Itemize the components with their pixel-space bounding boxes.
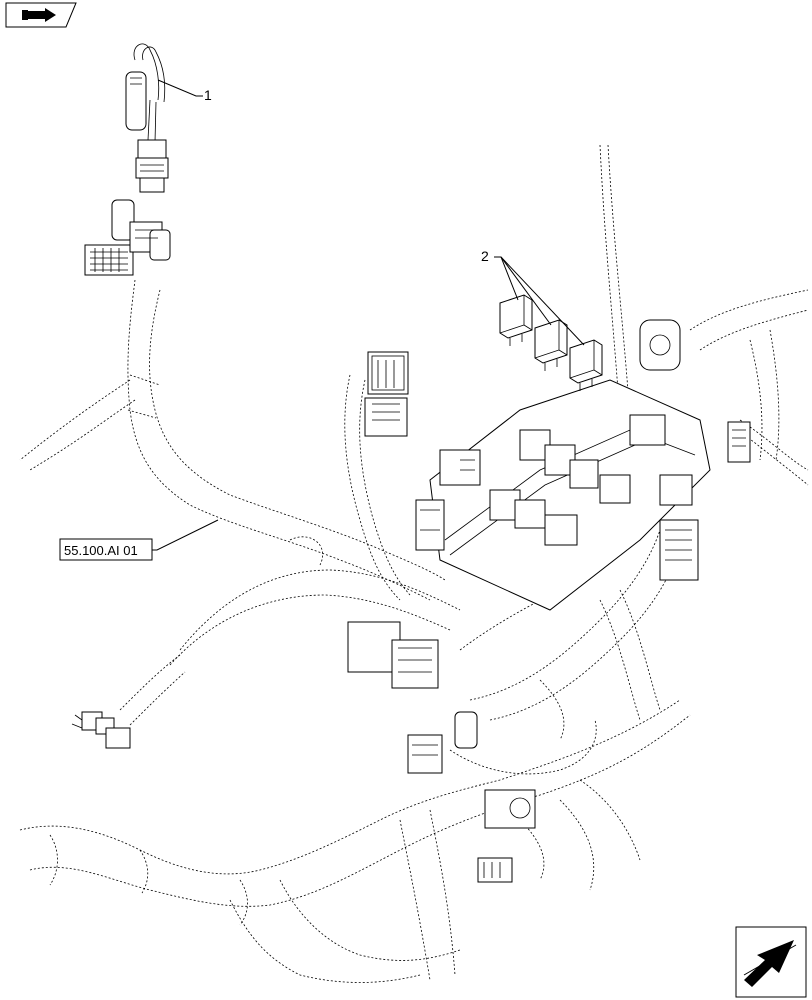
relay-3 [569, 339, 603, 391]
callout-2: 2 [481, 248, 489, 264]
module-block [347, 621, 439, 689]
connector-cluster-left [71, 711, 131, 749]
item-1-cable-assembly [125, 43, 169, 193]
harness-branch-middle [119, 374, 461, 726]
cab-view-icon [5, 2, 77, 28]
fuse-relay-box [415, 319, 751, 611]
leader-line-item-2 [494, 256, 585, 346]
leader-line-item-1 [157, 79, 203, 97]
reference-label-box[interactable]: 55.100.AI 01 [59, 538, 153, 561]
reference-label: 55.100.AI 01 [64, 543, 138, 558]
callout-1: 1 [204, 87, 212, 103]
harness-lower-branch [449, 719, 641, 891]
connector-cluster-top-left [84, 199, 171, 276]
relay-1 [499, 294, 533, 346]
connector-cluster-middle [364, 351, 409, 437]
relay-2 [534, 319, 568, 371]
leader-line-reference [152, 519, 219, 551]
connector-cluster-lower [407, 711, 536, 883]
harness-trunk-left [19, 279, 446, 601]
item-2-relays [499, 294, 603, 391]
next-page-arrow-icon[interactable] [735, 926, 807, 998]
harness-trunk-lower [19, 699, 691, 983]
